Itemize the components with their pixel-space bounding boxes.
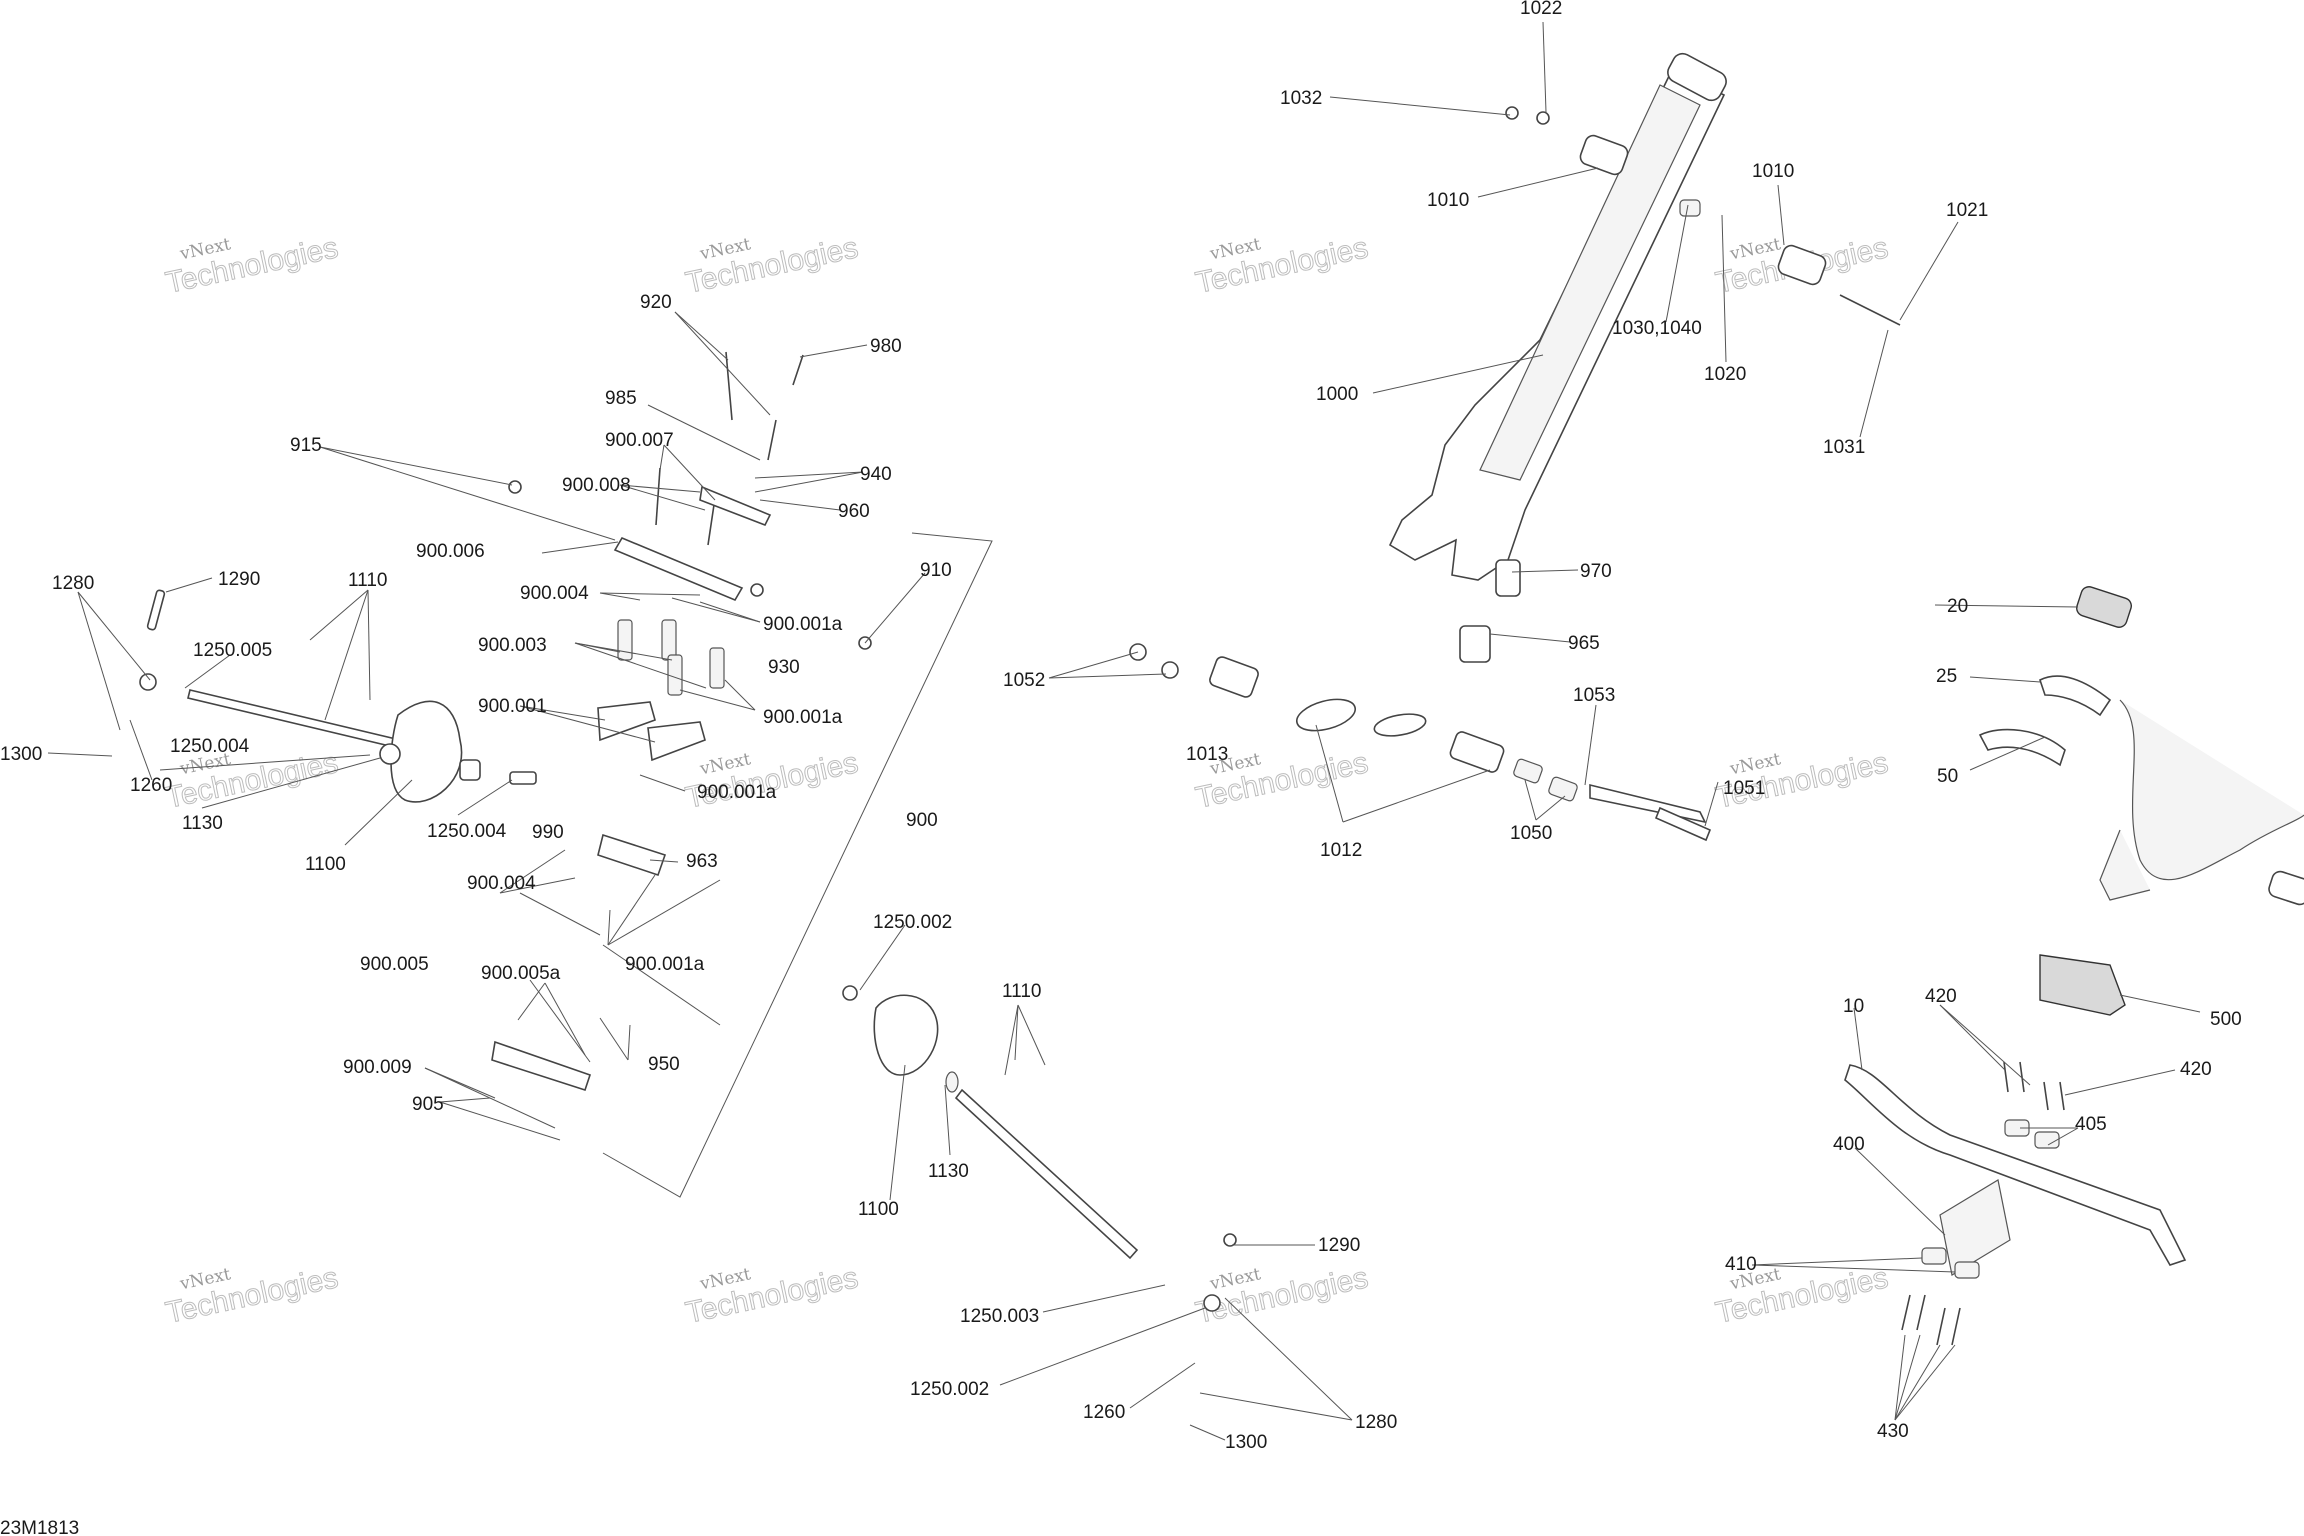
callout-label: 1250.004: [170, 736, 250, 757]
callout-label: 1250.005: [193, 640, 272, 661]
callout-labels: 1022 1032 1010 1010 1021 1030,1040 1020 …: [0, 0, 2242, 1453]
callout-label: 1290: [218, 569, 260, 590]
callout-label: 1032: [1280, 88, 1322, 109]
watermark: Technologies vNext: [1192, 231, 1371, 301]
callout-label: 1110: [1002, 981, 1041, 1002]
callout-label: 1050: [1510, 823, 1552, 844]
callout-label: 985: [605, 388, 637, 409]
callout-label: 1000: [1316, 384, 1358, 405]
callout-label: 1051: [1723, 778, 1765, 799]
watermark: Technologies vNext: [682, 1261, 861, 1331]
callout-label: 420: [1925, 986, 1957, 1007]
callout-label: 900.007: [605, 430, 674, 451]
watermark: Technologies vNext: [1192, 746, 1371, 816]
callout-label: 400: [1833, 1134, 1865, 1155]
callout-label: 905: [412, 1094, 444, 1115]
callout-label: 1030,1040: [1612, 318, 1702, 339]
left-assembly-parts: [139, 351, 1237, 1312]
callout-label: 900.001: [478, 696, 547, 717]
callout-label: 990: [532, 822, 564, 843]
callout-label: 900.001a: [625, 954, 705, 975]
watermark: Technologies vNext: [682, 231, 861, 301]
watermark: Technologies vNext: [1712, 746, 1891, 816]
callout-label: 1290: [1318, 1235, 1360, 1256]
callout-label: 1020: [1704, 364, 1746, 385]
steering-column: [1129, 52, 1901, 842]
watermark: Technologies vNext: [162, 1261, 341, 1331]
callout-label: 1300: [0, 744, 42, 765]
callout-label: 1010: [1752, 161, 1794, 182]
callout-label: 965: [1568, 633, 1600, 654]
callout-label: 1100: [305, 854, 346, 875]
callout-label: 1012: [1320, 840, 1362, 861]
callout-label: 900.003: [478, 635, 547, 656]
callout-label: 900.001a: [697, 782, 777, 803]
callout-label: 1130: [182, 813, 223, 834]
callout-label: 900.008: [562, 475, 631, 496]
callout-label: 405: [2075, 1114, 2107, 1135]
callout-label: 970: [1580, 561, 1612, 582]
callout-label: 1250.004: [427, 821, 507, 842]
callout-label: 1022: [1520, 0, 1562, 19]
callout-label: 960: [838, 501, 870, 522]
callout-label: 430: [1877, 1421, 1909, 1442]
callout-label: 930: [768, 657, 800, 678]
callout-label: 910: [920, 560, 952, 581]
callout-label: 500: [2210, 1009, 2242, 1030]
callout-label: 410: [1725, 1254, 1757, 1275]
callout-label: 1280: [1355, 1412, 1397, 1433]
leader-lines: [47, 21, 2201, 1441]
callout-label: 1110: [348, 570, 387, 591]
callout-label: 1010: [1427, 190, 1469, 211]
callout-label: 1260: [130, 775, 172, 796]
callout-label: 900.006: [416, 541, 485, 562]
callout-label: 900: [906, 810, 938, 831]
callout-label: 940: [860, 464, 892, 485]
callout-label: 1052: [1003, 670, 1045, 691]
callout-label: 1250.002: [910, 1379, 989, 1400]
diagram-id: 23M1813: [0, 1518, 79, 1536]
callout-label: 1130: [928, 1161, 969, 1182]
callout-label: 963: [686, 851, 718, 872]
callout-label: 900.001a: [763, 707, 843, 728]
callout-label: 900.005a: [481, 963, 561, 984]
callout-label: 1250.003: [960, 1306, 1039, 1327]
callout-label: 1300: [1225, 1432, 1267, 1453]
watermark: Technologies vNext: [162, 231, 341, 301]
callout-label: 10: [1843, 996, 1864, 1017]
callout-label: 420: [2180, 1059, 2212, 1080]
callout-label: 980: [870, 336, 902, 357]
right-side-parts: [1844, 586, 2304, 1346]
callout-label: 900.005: [360, 954, 429, 975]
callout-label: 1031: [1823, 437, 1865, 458]
callout-label: 25: [1936, 666, 1957, 687]
callout-label: 50: [1937, 766, 1958, 787]
callout-label: 1260: [1083, 1402, 1125, 1423]
callout-label: 900.004: [467, 873, 536, 894]
callout-label: 1250.002: [873, 912, 952, 933]
callout-label: 915: [290, 435, 322, 456]
assembly-900-bracket: [602, 532, 993, 1198]
callout-label: 1280: [52, 573, 94, 594]
callout-label: 900.004: [520, 583, 589, 604]
callout-label: 1013: [1186, 744, 1228, 765]
callout-label: 900.009: [343, 1057, 412, 1078]
callout-label: 920: [640, 292, 672, 313]
callout-label: 1053: [1573, 685, 1615, 706]
callout-label: 900.001a: [763, 614, 843, 635]
callout-label: 20: [1947, 596, 1968, 617]
callout-label: 1100: [858, 1199, 899, 1220]
callout-label: 950: [648, 1054, 680, 1075]
callout-label: 1021: [1946, 200, 1988, 221]
